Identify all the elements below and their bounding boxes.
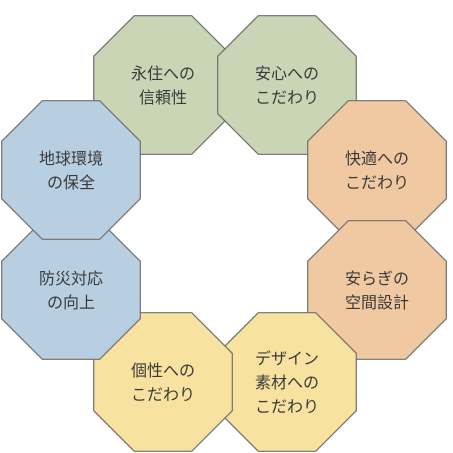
octagon-environment bbox=[1, 100, 141, 240]
octagon-disaster bbox=[1, 220, 141, 360]
node-label-line: 永住への bbox=[131, 64, 195, 83]
node-label-line: こだわり bbox=[255, 397, 319, 416]
node-label-line: の保全 bbox=[47, 173, 95, 192]
node-label-line: 安らぎの bbox=[345, 269, 409, 288]
octagon-safety bbox=[217, 15, 357, 155]
octagon-nodes: 永住への信頼性安心へのこだわり快適へのこだわり安らぎの空間設計デザイン素材へのこ… bbox=[1, 15, 447, 452]
node-label-line: 地球環境 bbox=[39, 149, 103, 168]
node-label-line: こだわり bbox=[131, 385, 195, 404]
node-label-line: 個性への bbox=[131, 361, 195, 380]
node-label-line: 信頼性 bbox=[139, 88, 187, 107]
node-label-line: 素材への bbox=[255, 373, 319, 392]
node-label-line: 防災対応 bbox=[39, 269, 103, 288]
node-label-line: こだわり bbox=[345, 173, 409, 192]
node-label-line: の向上 bbox=[47, 293, 95, 312]
node-label-line: こだわり bbox=[255, 88, 319, 107]
node-label-line: 安心への bbox=[255, 64, 319, 83]
node-label-line: 快適への bbox=[345, 149, 409, 168]
octagon-permanence bbox=[93, 15, 233, 155]
node-label-line: デザイン bbox=[255, 349, 319, 368]
octagon-comfort bbox=[307, 100, 447, 240]
node-label-line: 空間設計 bbox=[345, 293, 409, 312]
octagon-space bbox=[307, 220, 447, 360]
